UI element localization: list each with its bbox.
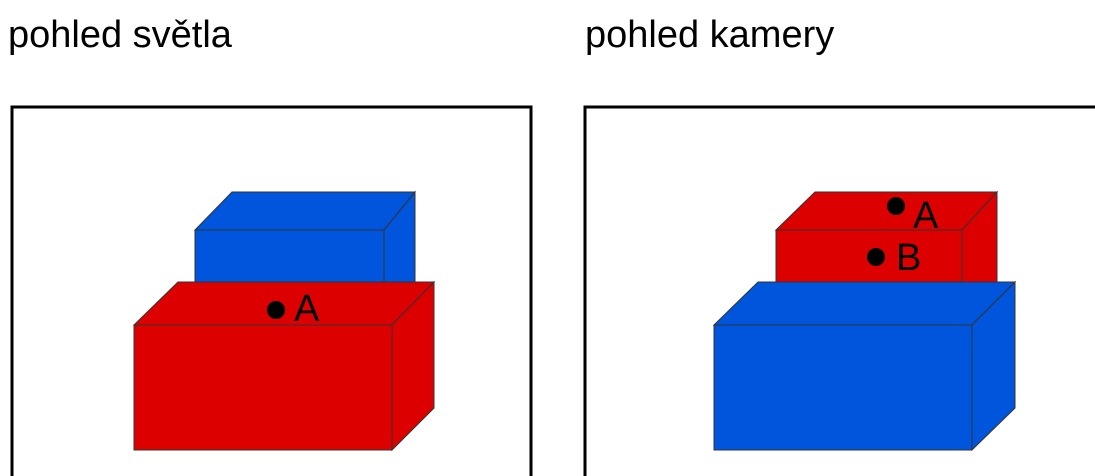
- light-view-panel: A: [10, 105, 533, 476]
- point-a-camera: A: [887, 195, 939, 237]
- light-view-frame: [10, 105, 533, 476]
- camera-view-panel: A B: [583, 105, 1095, 476]
- back-box: [774, 190, 999, 286]
- front-box-top: [132, 281, 436, 326]
- back-box-top: [774, 191, 999, 231]
- camera-view-frame: [583, 105, 1095, 476]
- point-b-dot: [867, 248, 885, 266]
- front-box-front: [713, 324, 973, 451]
- front-box-front: [133, 324, 393, 451]
- point-a-label: A: [913, 195, 939, 237]
- point-a-dot: [267, 301, 285, 319]
- point-a-light: A: [267, 288, 320, 330]
- panel-title-camera-view: pohled kamery: [585, 14, 835, 56]
- front-box: [712, 280, 1017, 452]
- panel-title-light-view: pohled světla: [8, 14, 232, 56]
- front-box: [132, 280, 436, 452]
- point-b-label: B: [896, 237, 921, 279]
- front-box-top: [712, 281, 1017, 326]
- point-a-label: A: [294, 288, 320, 330]
- point-b-camera: B: [867, 237, 921, 279]
- back-box-top: [193, 191, 417, 231]
- point-a-dot: [887, 197, 905, 215]
